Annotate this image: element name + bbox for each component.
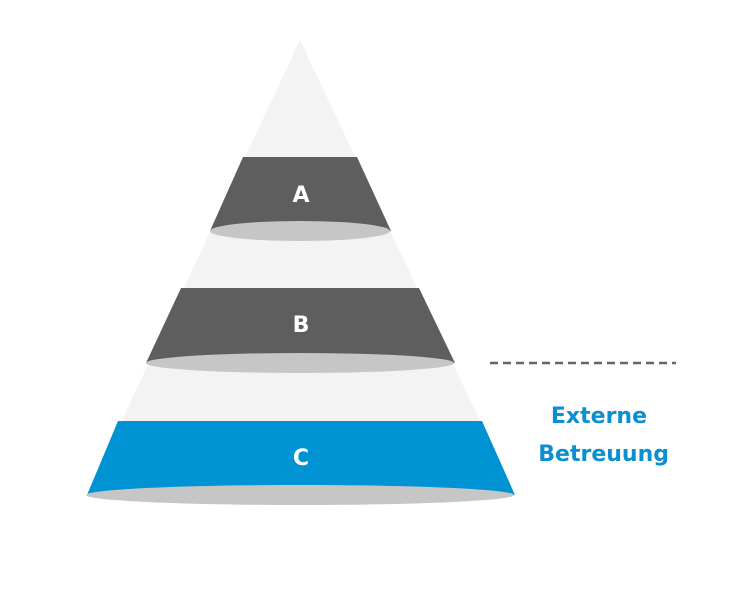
tier-c-label: C (293, 446, 309, 471)
tier-a-ellipse (210, 221, 390, 241)
tier-b-label: B (293, 313, 310, 338)
tier-c-band (87, 421, 515, 495)
tier-a-label: A (292, 183, 309, 208)
pyramid-background (87, 40, 515, 495)
tier-c-ellipse (86, 485, 514, 505)
tier-b-band (146, 288, 455, 363)
tier-a-band (210, 157, 391, 231)
side-label-line-2: Betreuung (538, 442, 669, 467)
side-label-line-1: Externe (550, 404, 647, 429)
tier-b-ellipse (146, 353, 454, 373)
